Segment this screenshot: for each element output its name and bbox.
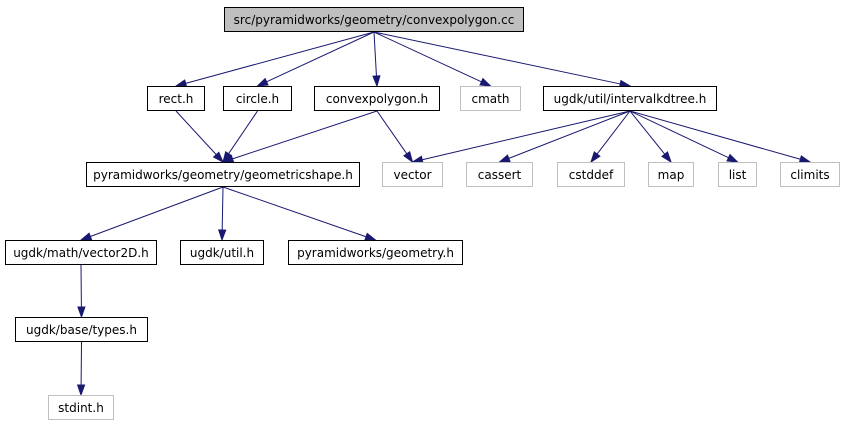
arrowhead-convexpolygon_cc-to-cmath: [479, 77, 492, 87]
arrowhead-geometricshape_h-to-geometry_h: [364, 232, 377, 241]
arrowhead-convexpolygon_cc-to-convexpolygon_h: [372, 75, 381, 88]
edge-intervalkdtree_h-to-cassert: [508, 110, 631, 159]
edge-intervalkdtree_h-to-list: [629, 110, 729, 159]
node-climits[interactable]: climits: [780, 162, 840, 187]
arrowhead-vector2d_h-to-types_h: [77, 306, 86, 319]
arrowhead-convexpolygon_cc-to-circle_h: [256, 77, 269, 87]
node-circle-h[interactable]: circle.h: [223, 86, 292, 111]
arrowhead-rect_h-to-geometricshape_h: [212, 151, 225, 164]
edge-intervalkdtree_h-to-map: [629, 110, 666, 155]
edge-geometricshape_h-to-util_h: [221, 186, 224, 231]
arrowhead-intervalkdtree_h-to-cstddef: [590, 151, 601, 164]
edge-convexpolygon_cc-to-intervalkdtree_h: [373, 31, 621, 85]
arrowhead-geometricshape_h-to-util_h: [218, 229, 227, 242]
arrowhead-intervalkdtree_h-to-list: [726, 153, 739, 163]
arrowhead-geometricshape_h-to-vector2d_h: [79, 232, 93, 241]
node-convexpolygon-h[interactable]: convexpolygon.h: [314, 86, 440, 111]
node-stdint-h[interactable]: stdint.h: [48, 395, 114, 420]
node-intervalkdtree-h[interactable]: ugdk/util/intervalkdtree.h: [543, 86, 717, 111]
edge-intervalkdtree_h-to-cstddef: [596, 110, 631, 155]
edge-convexpolygon_cc-to-cmath: [373, 31, 482, 83]
node-cstddef[interactable]: cstddef: [557, 162, 625, 187]
edge-geometricshape_h-to-geometry_h: [222, 186, 367, 238]
edge-convexpolygon_cc-to-rect_h: [185, 31, 375, 84]
arrowhead-intervalkdtree_h-to-cassert: [498, 154, 511, 163]
node-vector[interactable]: vector: [382, 162, 443, 187]
arrowhead-intervalkdtree_h-to-map: [661, 151, 672, 164]
node-map[interactable]: map: [648, 162, 694, 187]
node-cmath[interactable]: cmath: [460, 86, 521, 111]
edge-geometricshape_h-to-vector2d_h: [90, 186, 224, 237]
arrowhead-types_h-to-stdint_h: [76, 384, 86, 397]
edge-intervalkdtree_h-to-climits: [629, 110, 801, 160]
node-geometricshape-h[interactable]: pyramidworks/geometry/geometricshape.h: [86, 162, 360, 187]
node-vector2d-h[interactable]: ugdk/math/vector2D.h: [5, 240, 157, 265]
edge-rect_h-to-geometricshape_h: [175, 110, 217, 155]
node-convexpolygon-cc[interactable]: src/pyramidworks/geometry/convexpolygon.…: [224, 7, 524, 32]
edge-circle_h-to-geometricshape_h: [228, 110, 258, 154]
node-cassert[interactable]: cassert: [466, 162, 533, 187]
node-util-h[interactable]: ugdk/util.h: [180, 240, 264, 265]
edge-convexpolygon_h-to-vector: [376, 110, 408, 155]
node-geometry-h[interactable]: pyramidworks/geometry.h: [288, 240, 463, 265]
edge-convexpolygon_cc-to-circle_h: [266, 31, 375, 83]
node-list[interactable]: list: [718, 162, 757, 187]
node-rect-h[interactable]: rect.h: [147, 86, 205, 111]
node-types-h[interactable]: ugdk/base/types.h: [15, 317, 148, 342]
edge-intervalkdtree_h-to-vector: [422, 110, 631, 161]
edge-convexpolygon_cc-to-convexpolygon_h: [373, 31, 377, 77]
edge-convexpolygon_h-to-geometricshape_h: [232, 110, 378, 160]
arrowhead-convexpolygon_h-to-vector: [403, 150, 414, 164]
